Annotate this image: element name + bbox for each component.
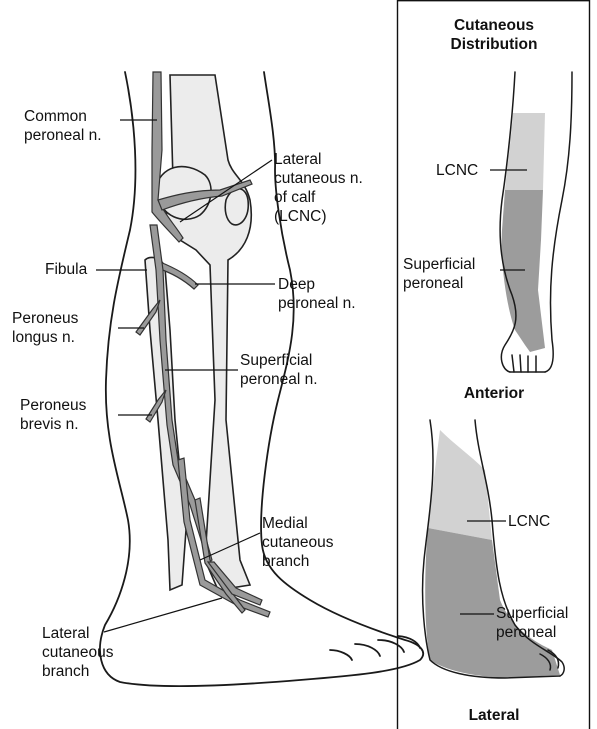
lateral-view-label: Lateral [411, 706, 577, 725]
label-common-peroneal: Common peroneal n. [24, 107, 102, 145]
label-deep-peroneal: Deep peroneal n. [278, 275, 356, 313]
lateral-lcnc-label: LCNC [508, 512, 550, 531]
lateral-superficial-zone [425, 528, 560, 678]
lateral-superficial-label: Superficial peroneal [496, 604, 568, 642]
anterior-leg [500, 72, 572, 372]
anterior-lcnc-label: LCNC [436, 161, 478, 180]
label-peroneus-brevis: Peroneus brevis n. [20, 396, 86, 434]
label-fibula: Fibula [45, 260, 87, 279]
anterior-superficial-zone [502, 190, 545, 352]
label-peroneus-longus: Peroneus longus n. [12, 309, 78, 347]
anterior-view-label: Anterior [411, 384, 577, 403]
label-lateral-cutaneous: Lateral cutaneous branch [42, 624, 114, 681]
label-medial-cutaneous: Medial cutaneous branch [262, 514, 334, 571]
lateral-lcnc-zone [428, 430, 492, 540]
label-superficial-peroneal-main: Superficial peroneal n. [240, 351, 318, 389]
fibula-bone [145, 257, 186, 590]
label-lcnc-main: Lateral cutaneous n. of calf (LCNC) [274, 150, 363, 226]
patella [225, 189, 248, 225]
panel-title: Cutaneous Distribution [411, 16, 577, 54]
anterior-superficial-label: Superficial peroneal [403, 255, 475, 293]
